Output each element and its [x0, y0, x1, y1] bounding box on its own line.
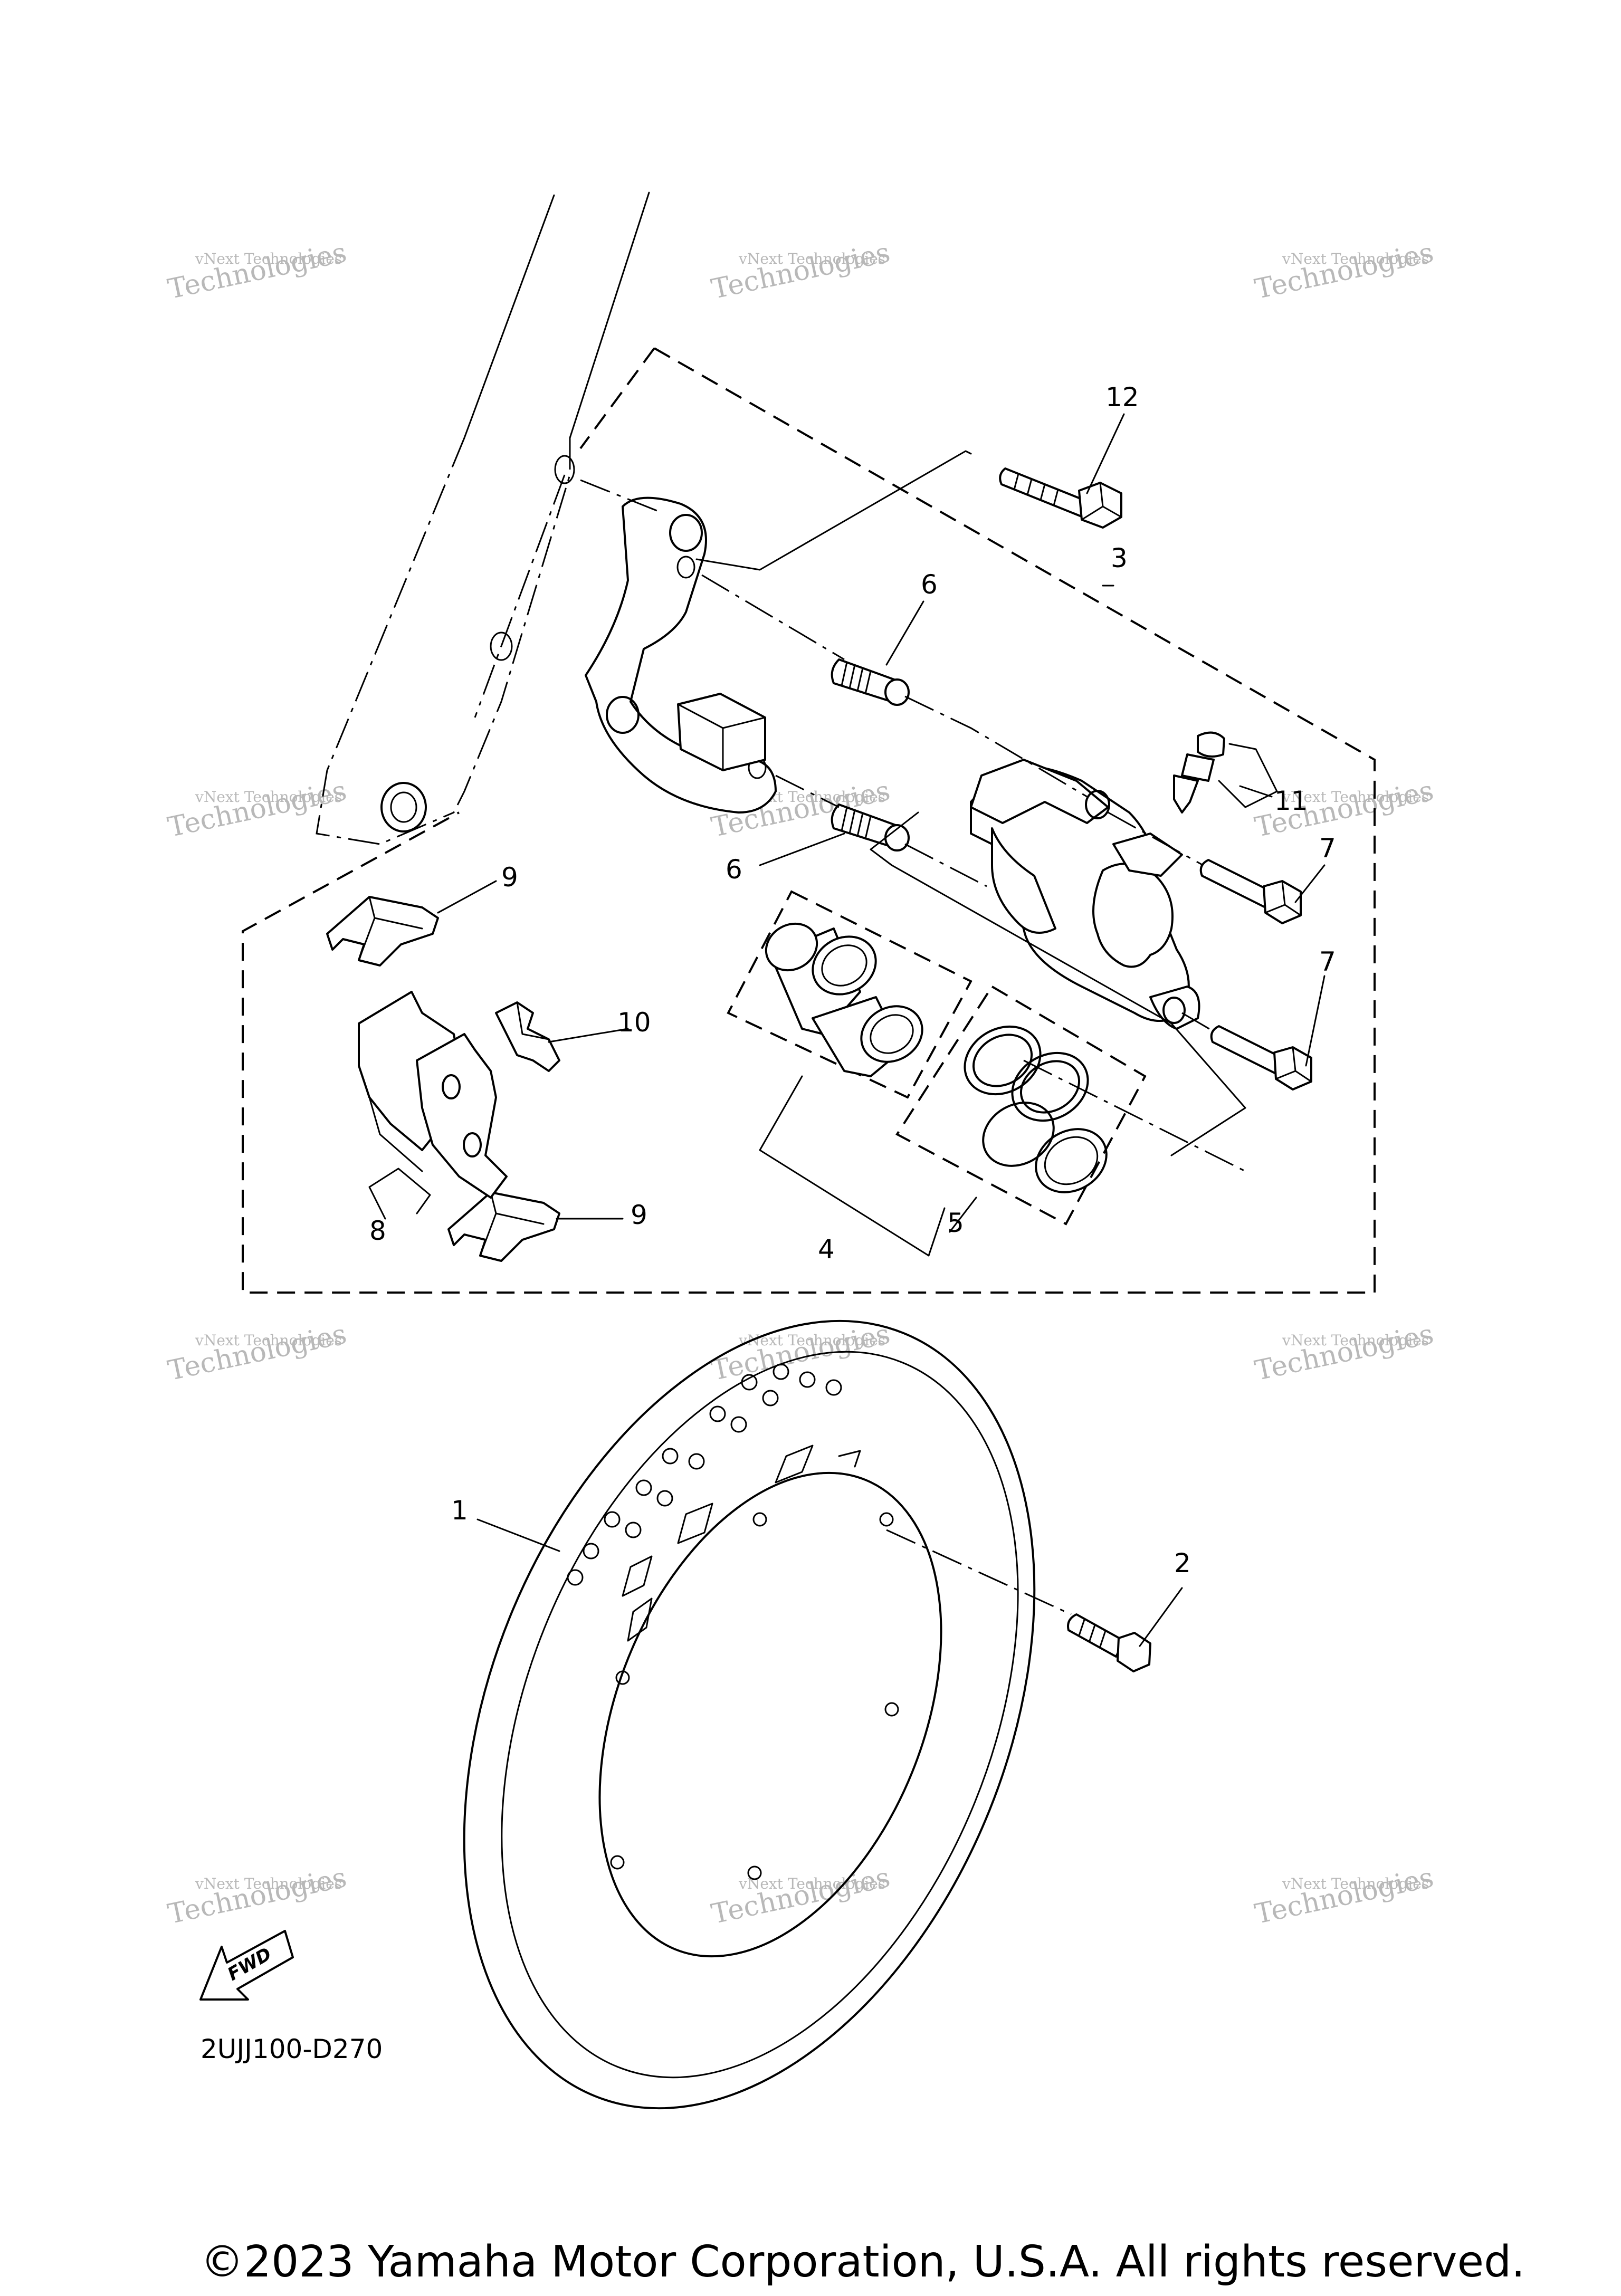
callout-5: 5 [947, 1208, 964, 1238]
bleed-screw [1173, 731, 1278, 814]
svg-text:vNext Technologies: vNext Technologies [195, 788, 342, 806]
pad-spring-lower [447, 1191, 560, 1262]
disc-vent-slots [622, 1444, 861, 1642]
fork-mount-hole [554, 455, 575, 484]
caliper-bolt-lower [1210, 1025, 1312, 1090]
piston-seals [964, 1025, 1108, 1193]
fwd-arrow-icon: FWD [199, 1930, 294, 2001]
caliper-assembly-boundary [242, 347, 1376, 1294]
callout-7-upper: 7 [1319, 833, 1336, 864]
svg-text:vNext Technologies: vNext Technologies [1282, 1332, 1429, 1349]
callout-labels: 12 3 6 11 7 9 6 7 10 9 8 5 4 1 2 [369, 382, 1336, 1578]
caliper-body [970, 759, 1200, 1030]
svg-text:Technologies: Technologies [165, 237, 349, 305]
disc-drill-holes [567, 1363, 899, 1880]
fork-axle-hole [380, 782, 427, 833]
pad-shim [495, 1001, 560, 1072]
watermark: vNext Technologies Technologies [709, 1862, 893, 1930]
piston-kit-boundary [727, 890, 972, 1099]
copyright-notice: ©2023 Yamaha Motor Corporation, U.S.A. A… [201, 2237, 1525, 2287]
watermark: vNext Technologies Technologies [165, 1862, 349, 1930]
svg-text:Technologies: Technologies [165, 1318, 349, 1387]
watermark: vNext Technologies Technologies [1252, 1318, 1436, 1387]
callout-8: 8 [369, 1216, 386, 1246]
svg-text:vNext Technologies: vNext Technologies [195, 1332, 342, 1349]
bolt-12 [999, 467, 1122, 529]
watermark: vNext Technologies Technologies [1252, 237, 1436, 305]
disc-bolt [1067, 1613, 1151, 1672]
svg-text:vNext Technologies: vNext Technologies [738, 1332, 885, 1349]
fork-mount-hole [490, 632, 513, 661]
watermark-grid: vNext Technologies Technologies vNext Te… [165, 237, 1436, 1930]
callout-11: 11 [1274, 786, 1308, 816]
callout-2: 2 [1174, 1548, 1191, 1578]
callout-1: 1 [451, 1495, 468, 1526]
watermark: vNext Technologies Technologies [709, 237, 893, 305]
svg-text:vNext Technologies: vNext Technologies [195, 1875, 342, 1892]
fork-leg [316, 192, 650, 845]
diagram-code: 2UJJ100-D270 [201, 2034, 383, 2064]
assembly-lines [580, 450, 1246, 1615]
pad-spring-upper [326, 896, 439, 967]
callout-6-upper: 6 [921, 569, 938, 600]
brake-disc [463, 1319, 1036, 2110]
svg-text:vNext Technologies: vNext Technologies [195, 250, 342, 267]
svg-text:vNext Technologies: vNext Technologies [738, 1875, 885, 1892]
seal-kit-boundary [895, 985, 1147, 1226]
svg-text:vNext Technologies: vNext Technologies [1282, 788, 1429, 806]
watermark: vNext Technologies Technologies [165, 775, 349, 844]
piston-set [765, 922, 923, 1077]
svg-text:Technologies: Technologies [1252, 237, 1436, 305]
brake-pad-set [358, 991, 508, 1199]
svg-text:vNext Technologies: vNext Technologies [1282, 250, 1429, 267]
guide-pin-lower [831, 803, 910, 852]
svg-text:vNext Technologies: vNext Technologies [738, 250, 885, 267]
watermark: vNext Technologies Technologies [165, 1318, 349, 1387]
callout-9-lower: 9 [631, 1200, 647, 1230]
callout-4: 4 [818, 1234, 835, 1265]
svg-text:Technologies: Technologies [709, 237, 893, 305]
svg-text:Technologies: Technologies [165, 1862, 349, 1930]
caliper-bracket [585, 496, 777, 814]
svg-text:Technologies: Technologies [1252, 1862, 1436, 1930]
callout-12: 12 [1105, 382, 1139, 413]
callout-6-lower: 6 [726, 854, 742, 885]
watermark: vNext Technologies Technologies [1252, 1862, 1436, 1930]
leader-lines [368, 413, 1326, 1647]
callout-3: 3 [1111, 543, 1128, 573]
svg-text:Technologies: Technologies [1252, 1318, 1436, 1387]
svg-text:Technologies: Technologies [709, 1862, 893, 1930]
caliper-bolt-upper [1199, 859, 1302, 924]
callout-9-upper: 9 [501, 862, 518, 893]
guide-pin-upper [831, 658, 910, 706]
svg-text:Technologies: Technologies [165, 775, 349, 844]
callout-10: 10 [617, 1007, 651, 1038]
callout-7-lower: 7 [1319, 946, 1336, 977]
svg-text:vNext Technologies: vNext Technologies [1282, 1875, 1429, 1892]
watermark: vNext Technologies Technologies [165, 237, 349, 305]
